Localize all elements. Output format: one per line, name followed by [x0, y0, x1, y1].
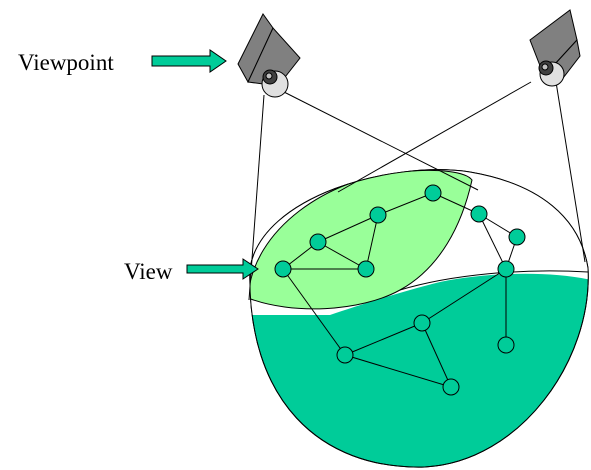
graph-edge: [344, 354, 452, 388]
horizon-curve: [399, 270, 589, 291]
graph-node: [309, 233, 327, 251]
graph-edge: [377, 192, 434, 216]
graph-node: [470, 205, 488, 223]
dome-outline: [249, 169, 589, 468]
frustum-lines: [248, 81, 586, 301]
graph-node: [369, 206, 387, 224]
graph-node: [357, 260, 375, 278]
graph-node: [497, 260, 515, 278]
graph-node: [274, 260, 292, 278]
camera-icon: [237, 13, 301, 98]
graph-edge: [344, 322, 423, 356]
graph-node: [413, 314, 431, 332]
graph-node: [336, 346, 354, 364]
graph-edge: [365, 214, 379, 270]
right-arrow-icon: [151, 49, 227, 73]
graph-node: [497, 336, 515, 354]
graph-node: [424, 184, 442, 202]
graph-node: [442, 378, 460, 396]
graph-node: [508, 228, 526, 246]
graph-edge: [317, 214, 379, 243]
viewpoint-label: Viewpoint: [18, 50, 114, 75]
camera-icon: [529, 9, 581, 87]
frustum-line: [555, 81, 586, 263]
graph-edge: [421, 268, 507, 324]
graph-edge: [478, 213, 507, 270]
graph-nodes: [274, 184, 526, 396]
camera-lens-inner: [265, 72, 273, 80]
view-label: View: [124, 259, 173, 284]
frustum-line: [283, 91, 479, 191]
view-region: [249, 169, 473, 310]
frustum-line: [337, 81, 532, 193]
graph-edge: [282, 268, 346, 356]
right-arrow-icon: [186, 258, 259, 280]
camera-lens-inner: [541, 63, 549, 71]
graph-edge: [421, 322, 452, 388]
graph-edge: [317, 241, 367, 270]
